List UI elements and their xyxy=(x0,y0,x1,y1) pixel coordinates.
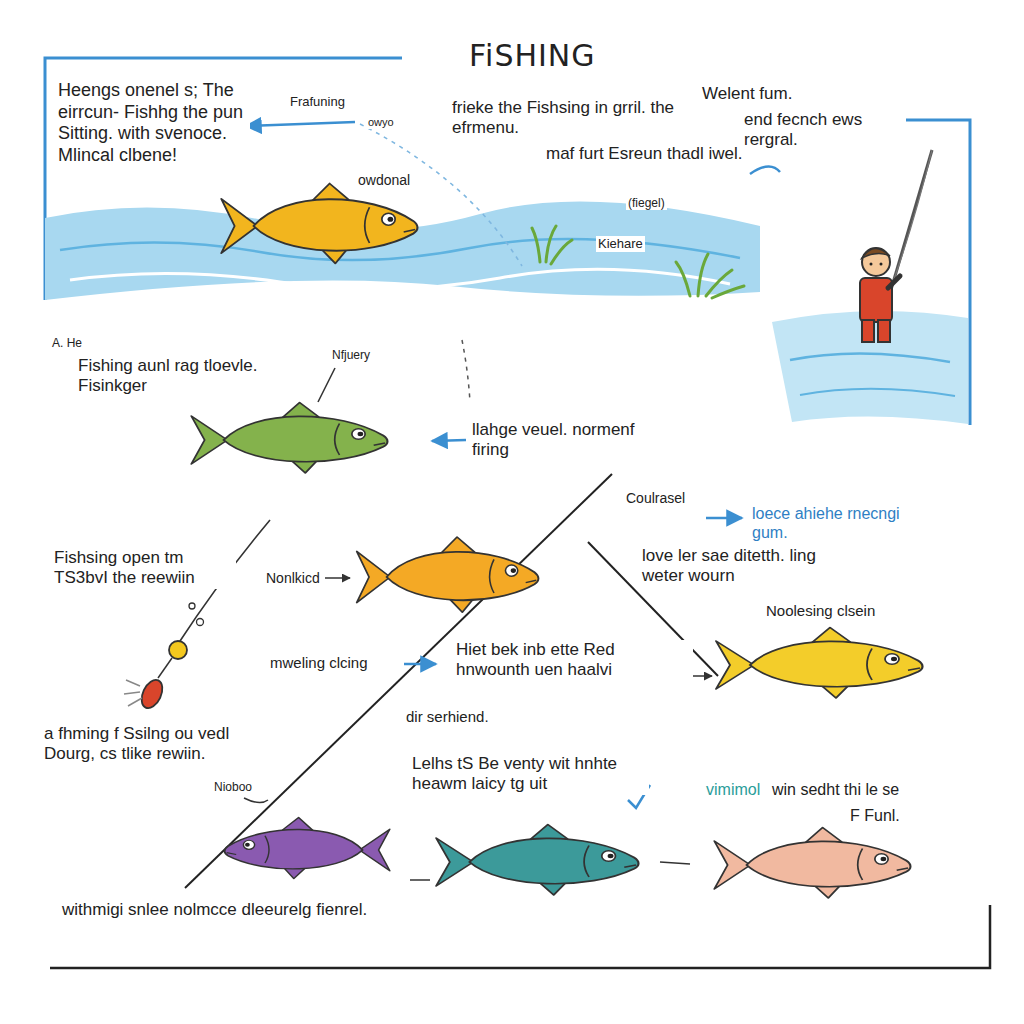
leader-line xyxy=(318,368,335,402)
fish xyxy=(357,537,539,612)
note-label: (fiegel) xyxy=(626,196,667,210)
fish xyxy=(191,403,387,474)
note-label: Nioboo xyxy=(212,780,254,794)
note-label: win sedht thi le se xyxy=(770,780,901,799)
wave xyxy=(70,269,730,289)
note-label: Nfjuery xyxy=(330,348,372,362)
arrow xyxy=(706,517,742,520)
note-label: dir serhiend. xyxy=(404,708,491,726)
fish xyxy=(714,828,910,899)
note-label: a fhming f Ssilng ou vedl Dourg, cs tlik… xyxy=(42,724,286,765)
note-label: Coulrasel xyxy=(624,490,687,507)
note-label: loece ahiehe rnecngi gum. xyxy=(750,504,904,542)
arrow xyxy=(404,663,436,666)
fish xyxy=(436,825,638,896)
note-label: A. He xyxy=(50,336,84,350)
fish xyxy=(225,818,390,879)
note-label: owyo xyxy=(366,116,396,129)
arrow xyxy=(432,440,466,441)
note-label: vimimol xyxy=(704,780,762,799)
note-label: love ler sae ditetth. ling weter wourn xyxy=(640,546,849,587)
note-label: mweling clcing xyxy=(268,654,370,672)
leader-line xyxy=(244,798,268,803)
note-label: Lelhs tS Be venty wit hnhte heawm laicy … xyxy=(410,754,649,795)
squiggle xyxy=(750,166,780,174)
note-label: owdonal xyxy=(356,172,412,189)
note-label: F Funl. xyxy=(848,806,902,825)
arrow xyxy=(246,122,355,126)
leader-line xyxy=(410,879,430,881)
note-label: Nonlkicd xyxy=(264,570,322,587)
note-label: maf furt Esreun thadl iwel. xyxy=(544,144,748,164)
title: FiSHING xyxy=(465,38,600,73)
note-label: withmigi snlee nolmcce dleeurelg fienrel… xyxy=(60,900,369,920)
leader-line xyxy=(660,862,690,864)
note-label: Welent fum. xyxy=(700,84,794,104)
note-label: Fishing aunl rag tloevle. Fisinkger xyxy=(76,356,295,397)
fish xyxy=(716,628,923,699)
note-label: end fecnch ews rergral. xyxy=(742,110,906,151)
note-label: Frafuning xyxy=(288,94,347,110)
note-label: llahge veuel. normenf firing xyxy=(470,420,639,461)
fisherman xyxy=(860,150,932,342)
note-label: Fishsing open tm TS3bvI the reewiin xyxy=(52,548,236,589)
wave xyxy=(790,353,950,362)
note-label: Heengs onenel s; The eirrcun- Fishhg the… xyxy=(56,80,250,166)
dashed-guide xyxy=(462,340,470,402)
bobber-lure xyxy=(124,603,204,711)
wave xyxy=(800,389,955,396)
arrow xyxy=(325,577,350,579)
arrow xyxy=(690,675,712,677)
fish xyxy=(221,184,417,264)
note-label: Hiet bek inb ette Red hnwounth uen haalv… xyxy=(454,640,693,681)
note-label: frieke the Fishsing in grril. the efrmen… xyxy=(450,98,694,139)
water xyxy=(772,311,968,424)
water-plant xyxy=(532,226,744,298)
note-label: Noolesing clsein xyxy=(764,602,877,620)
note-label: Kiehare xyxy=(596,236,645,252)
